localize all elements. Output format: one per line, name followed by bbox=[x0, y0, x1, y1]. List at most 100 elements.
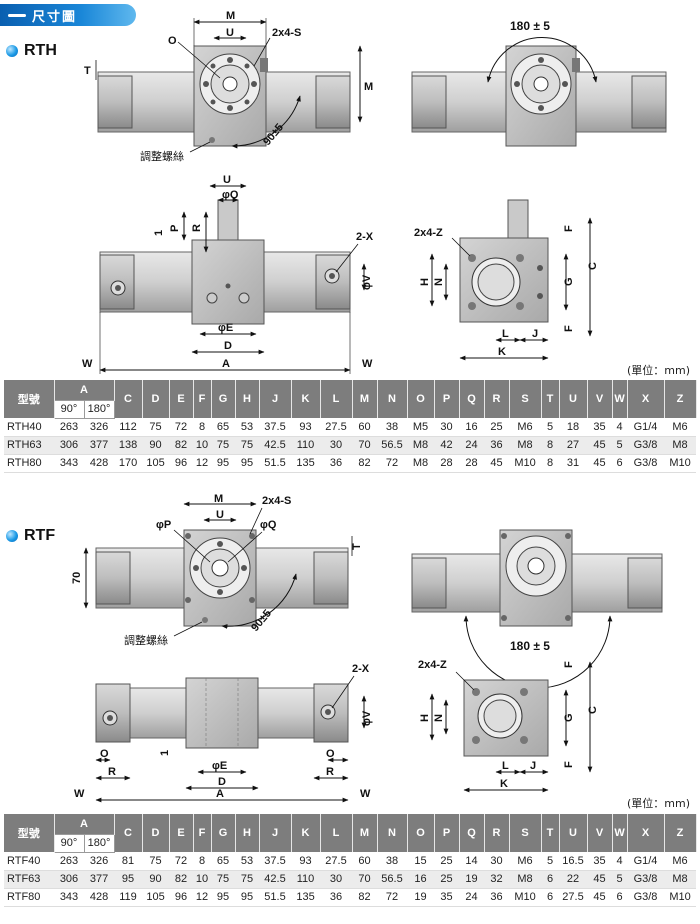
rth-col-header: D bbox=[142, 380, 170, 418]
rtf-series-label: RTF bbox=[6, 527, 55, 545]
table-cell: 51.5 bbox=[259, 454, 292, 473]
table-cell: 19 bbox=[407, 888, 435, 907]
table-cell: 28 bbox=[459, 454, 485, 473]
model-cell: RTF80 bbox=[4, 888, 54, 907]
table-cell: 27.5 bbox=[559, 888, 588, 907]
table-cell: 5 bbox=[541, 852, 560, 871]
rth-end-dim-N: N bbox=[433, 278, 445, 286]
model-cell: RTH80 bbox=[4, 454, 54, 473]
rth-col-header: G bbox=[211, 380, 236, 418]
model-cell: RTH40 bbox=[4, 418, 54, 437]
table-cell: 377 bbox=[84, 870, 115, 889]
table-cell: 6 bbox=[612, 888, 628, 907]
table-cell: 75 bbox=[142, 852, 170, 871]
table-cell: G3/8 bbox=[627, 888, 665, 907]
table-cell: 5 bbox=[612, 436, 628, 455]
table-cell: 326 bbox=[84, 852, 115, 871]
table-cell: 95 bbox=[211, 888, 236, 907]
table-cell: M8 bbox=[407, 436, 435, 455]
rtf-col-header: J bbox=[259, 814, 292, 852]
rth-side-dim-P: P bbox=[169, 225, 181, 232]
table-cell: 75 bbox=[142, 418, 170, 437]
bullet-icon bbox=[6, 530, 18, 542]
rtf-end-dim-C: C bbox=[587, 706, 599, 714]
rtf-col-header: E bbox=[169, 814, 194, 852]
table-cell: 4 bbox=[612, 418, 628, 437]
rth-side-dim-R: R bbox=[191, 224, 203, 232]
rtf-model-header: 型號 bbox=[4, 814, 55, 852]
table-cell: 27.5 bbox=[320, 852, 353, 871]
table-cell: 75 bbox=[211, 870, 236, 889]
table-cell: 24 bbox=[459, 436, 485, 455]
banner-title: 尺寸圖 bbox=[32, 9, 78, 25]
rth-end-dim-J: J bbox=[532, 328, 538, 340]
rtf-end-dim-F-top: F bbox=[563, 661, 575, 668]
table-cell: M6 bbox=[664, 852, 697, 871]
rth-side-dim-D: D bbox=[224, 340, 232, 352]
rtf-side-dim-E: φE bbox=[212, 760, 227, 772]
table-cell: G3/8 bbox=[627, 870, 665, 889]
table-cell: 15 bbox=[407, 852, 435, 871]
rth-side-dim-W-left: W bbox=[82, 358, 93, 370]
rtf-col-header: H bbox=[235, 814, 260, 852]
table-cell: 36 bbox=[320, 888, 353, 907]
rtf-end-dim-L: L bbox=[502, 760, 509, 772]
rtf-end-view: 2x4-Z H N G F F C L J K bbox=[418, 659, 599, 793]
table-cell: 30 bbox=[320, 436, 353, 455]
model-cell: RTH63 bbox=[4, 436, 54, 455]
rtf-side-dim-W-left: W bbox=[74, 788, 85, 800]
rtf-end-dim-N: N bbox=[433, 714, 445, 722]
table-cell: 16.5 bbox=[559, 852, 588, 871]
table-cell: G3/8 bbox=[627, 454, 665, 473]
rtf-dim-T: T bbox=[351, 543, 363, 550]
table-cell: 45 bbox=[587, 454, 613, 473]
rtf-side-dim-D: D bbox=[218, 776, 226, 788]
table-cell: 60 bbox=[352, 418, 378, 437]
table-cell: 70 bbox=[352, 870, 378, 889]
table-cell: 51.5 bbox=[259, 888, 292, 907]
rtf-unit-label: (單位：mm) bbox=[626, 797, 690, 810]
table-cell: 6 bbox=[541, 888, 560, 907]
table-cell: 8 bbox=[541, 454, 560, 473]
bullet-icon bbox=[6, 45, 18, 57]
table-cell: M8 bbox=[664, 436, 697, 455]
rtf-col-header: L bbox=[320, 814, 353, 852]
rtf-side-dim-O-right: O bbox=[326, 748, 335, 760]
rth-col-header: F bbox=[193, 380, 212, 418]
table-cell: 42.5 bbox=[259, 436, 292, 455]
rth-series-label: RTH bbox=[6, 42, 57, 60]
table-cell: 82 bbox=[169, 870, 194, 889]
table-cell: 45 bbox=[587, 436, 613, 455]
table-cell: 93 bbox=[291, 418, 321, 437]
rth-col-header: O bbox=[407, 380, 435, 418]
rth-dim-S: 2x4-S bbox=[272, 27, 301, 39]
rth-col-header: C bbox=[114, 380, 143, 418]
table-cell: 53 bbox=[235, 418, 260, 437]
table-cell: 30 bbox=[320, 870, 353, 889]
rtf-top-right-view: 180 ± 5 bbox=[411, 529, 663, 689]
table-cell: 6 bbox=[541, 870, 560, 889]
table-cell: 170 bbox=[114, 454, 143, 473]
rtf-end-dim-F-bottom: F bbox=[563, 761, 575, 768]
rth-col-header: W bbox=[612, 380, 628, 418]
rtf-col-header: P bbox=[434, 814, 460, 852]
rth-adjust-screw: 調整螺絲 bbox=[140, 149, 184, 163]
model-cell: RTF40 bbox=[4, 852, 54, 871]
table-cell: 25 bbox=[484, 418, 510, 437]
rth-end-dim-C: C bbox=[587, 262, 599, 270]
rth-col-header: H bbox=[235, 380, 260, 418]
rtf-col-header: O bbox=[407, 814, 435, 852]
rth-col-header: J bbox=[259, 380, 292, 418]
table-cell: 81 bbox=[114, 852, 143, 871]
rtf-series-text: RTF bbox=[24, 527, 56, 544]
table-cell: 70 bbox=[352, 436, 378, 455]
table-cell: 72 bbox=[377, 888, 408, 907]
rth-col-header: P bbox=[434, 380, 460, 418]
rtf-drawings: M U 2x4-S φP φQ T 70 90±5 調整螺絲 180 ± 5 bbox=[71, 493, 663, 803]
table-cell: 82 bbox=[352, 454, 378, 473]
table-cell: 45 bbox=[587, 888, 613, 907]
table-cell: 112 bbox=[114, 418, 143, 437]
